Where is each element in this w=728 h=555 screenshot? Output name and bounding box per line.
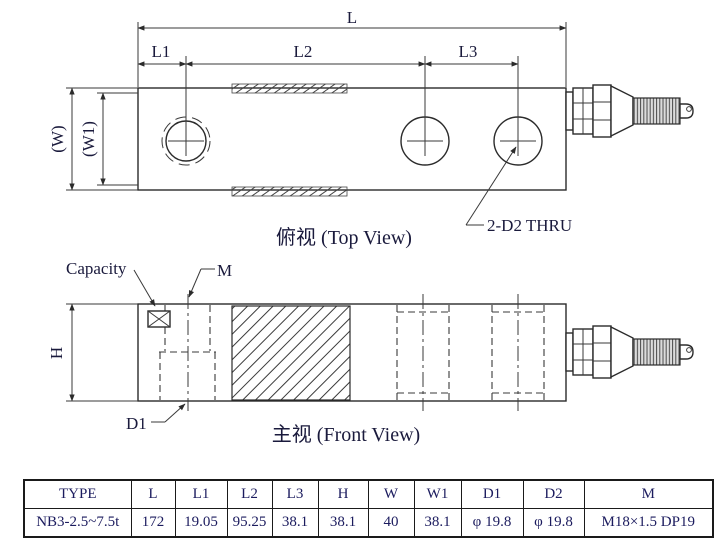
spec-table-data-row: NB3-2.5~7.5t 172 19.05 95.25 38.1 38.1 4… [23, 508, 714, 538]
top-view: L L1 L2 L3 (W) (W1) 2-D2 THRU 俯视 (Top Vi… [48, 8, 694, 249]
hole-note: 2-D2 THRU [487, 216, 572, 235]
cell-h: 38.1 [317, 508, 369, 538]
d1-label: D1 [126, 414, 147, 433]
dim-label-L: L [347, 8, 357, 27]
hidden-hole-b [491, 294, 545, 411]
cell-l3: 38.1 [271, 508, 319, 538]
dim-label-L2: L2 [294, 42, 313, 61]
dim-label-L1: L1 [152, 42, 171, 61]
m-label: M [217, 261, 232, 280]
front-view-body [137, 303, 567, 402]
capacity-plate [147, 310, 171, 328]
dim-label-W1: (W1) [79, 121, 98, 157]
col-header-l2: L2 [226, 479, 273, 509]
cell-w: 40 [367, 508, 415, 538]
spec-table-header-row: TYPE L L1 L2 L3 H W W1 D1 D2 M [23, 479, 714, 509]
cell-m: M18×1.5 DP19 [583, 508, 714, 538]
hidden-hole-a [396, 294, 450, 411]
dim-label-W: (W) [48, 125, 67, 152]
dim-label-L3: L3 [459, 42, 478, 61]
cable-connector-front [565, 325, 694, 379]
hole-note-leader [465, 146, 517, 226]
col-header-l: L [130, 479, 176, 509]
top-view-caption: 俯视 (Top View) [276, 226, 412, 249]
capacity-leader [133, 269, 156, 307]
capacity-label: Capacity [66, 259, 127, 278]
col-header-l1: L1 [174, 479, 228, 509]
cell-l1: 19.05 [174, 508, 228, 538]
front-view: H [47, 259, 694, 446]
cell-d1: φ 19.8 [460, 508, 524, 538]
cell-type: NB3-2.5~7.5t [23, 508, 132, 538]
cell-l: 172 [130, 508, 176, 538]
cell-w1: 38.1 [413, 508, 462, 538]
col-header-m: M [583, 479, 714, 509]
m-leader [188, 268, 215, 298]
front-view-caption: 主视 (Front View) [272, 423, 420, 446]
col-header-d1: D1 [460, 479, 524, 509]
col-header-d2: D2 [522, 479, 585, 509]
boot-hatch-strips [231, 83, 348, 197]
col-header-w1: W1 [413, 479, 462, 509]
section-hatch-block [231, 305, 351, 401]
col-header-type: TYPE [23, 479, 132, 509]
cell-d2: φ 19.8 [522, 508, 585, 538]
col-header-h: H [317, 479, 369, 509]
col-header-l3: L3 [271, 479, 319, 509]
top-view-body [137, 87, 567, 191]
spec-table: TYPE L L1 L2 L3 H W W1 D1 D2 M NB3-2.5~7… [23, 479, 714, 538]
d1-leader [151, 403, 186, 423]
cable-connector-top [565, 84, 694, 138]
col-header-w: W [367, 479, 415, 509]
dim-label-H: H [47, 347, 66, 359]
cell-l2: 95.25 [226, 508, 273, 538]
hidden-hole-m-d1 [159, 294, 216, 411]
